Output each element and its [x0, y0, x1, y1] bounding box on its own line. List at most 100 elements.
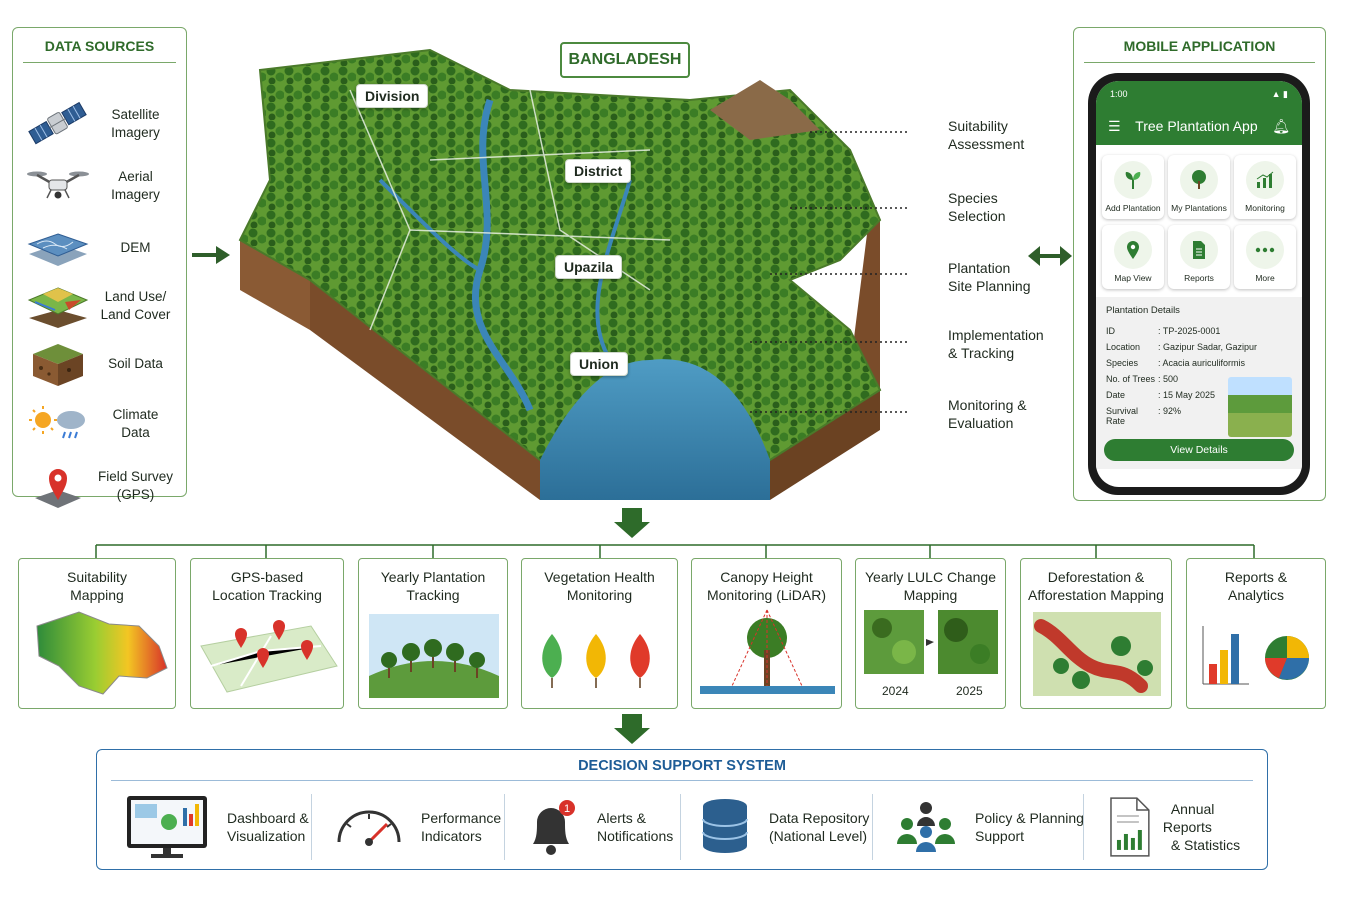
- tile-more[interactable]: More: [1234, 225, 1296, 289]
- alert-badge-count: 1: [564, 803, 570, 815]
- step-implementation-tracking: Implementation& Tracking: [948, 327, 1044, 361]
- map-pin-icon: [1127, 241, 1139, 259]
- arrow-right-icon: [192, 246, 230, 264]
- label-district: District: [565, 159, 632, 183]
- dem-layers-icon: [27, 233, 89, 266]
- year-2024-label: 2024: [882, 684, 909, 698]
- double-arrow-icon: [1028, 246, 1072, 266]
- reports-analytics-box: Reports &Analytics: [1186, 558, 1326, 709]
- soil-block-icon: [33, 344, 83, 386]
- report-document-icon: [1110, 797, 1150, 857]
- signal-battery-icon: ▲ ▮: [1271, 88, 1288, 99]
- year-2025-label: 2025: [956, 684, 983, 698]
- suitability-heatmap-icon: [36, 611, 168, 695]
- tile-my-plantations[interactable]: My Plantations: [1168, 155, 1230, 219]
- leaf-health-icons: [542, 634, 650, 688]
- drone-icon: [27, 171, 89, 199]
- dss-dashboard-label: Dashboard &Visualization: [227, 810, 309, 844]
- dss-repository-label: Data Repository(National Level): [769, 810, 870, 844]
- label-union: Union: [570, 352, 628, 376]
- source-dem-label: DEM: [120, 240, 151, 255]
- more-dots-icon: [1255, 247, 1275, 253]
- phone-frame: 1:00 ▲ ▮ ☰ Tree Plantation App 🔔︎ Add Pl…: [1088, 73, 1310, 495]
- label-division: Division: [356, 84, 429, 108]
- plantation-details-card: Plantation Details ID: TP-2025-0001 Loca…: [1096, 297, 1302, 469]
- deforestation-map-icon: [1033, 612, 1161, 696]
- lulc-change-maps: [864, 610, 998, 674]
- phone-screen: 1:00 ▲ ▮ ☰ Tree Plantation App 🔔︎ Add Pl…: [1096, 81, 1302, 487]
- app-name: Tree Plantation App: [1135, 118, 1258, 134]
- view-details-button[interactable]: View Details: [1104, 439, 1294, 461]
- gps-pin-icon: [35, 469, 81, 508]
- step-monitoring-evaluation: Monitoring &Evaluation: [948, 397, 1027, 431]
- source-land-cover: Land Use/Land Cover: [25, 278, 180, 334]
- sprout-icon: [1125, 172, 1141, 189]
- detail-row: Date: 15 May 2025: [1106, 390, 1216, 400]
- satellite-icon: [28, 101, 87, 145]
- tile-monitoring[interactable]: Monitoring: [1234, 155, 1296, 219]
- deforestation-mapping-box: Deforestation &Afforestation Mapping: [1020, 558, 1172, 709]
- detail-row: No. of Trees: 500: [1106, 374, 1179, 384]
- source-field-survey: Field Survey(GPS): [25, 458, 180, 514]
- bar-pie-chart-icon: [1202, 626, 1309, 685]
- gauge-icon: [337, 810, 401, 846]
- source-land-cover-label: Land Use/Land Cover: [100, 289, 171, 322]
- database-icon: [702, 799, 748, 853]
- detail-row: Survival Rate: 92%: [1106, 406, 1182, 426]
- tree-icon: [1192, 170, 1206, 189]
- sun-cloud-rain-icon: [29, 406, 85, 439]
- plantation-details-header: Plantation Details: [1106, 305, 1180, 316]
- detail-row: Location: Gazipur Sadar, Gazipur: [1106, 342, 1258, 352]
- detail-row: Species: Acacia auriculiformis: [1106, 358, 1246, 368]
- dss-title: DECISION SUPPORT SYSTEM: [111, 758, 1253, 781]
- tile-add-plantation[interactable]: Add Plantation: [1102, 155, 1164, 219]
- source-field-survey-label: Field Survey(GPS): [97, 469, 174, 502]
- tile-map-view[interactable]: Map View: [1102, 225, 1164, 289]
- young-trees-icon: [369, 614, 499, 698]
- people-group-icon: [897, 802, 955, 852]
- dss-annual-reports-label: Annual Reports& Statistics: [1162, 801, 1241, 853]
- mobile-application-panel: MOBILE APPLICATION 1:00 ▲ ▮ ☰ Tree Plant…: [1073, 27, 1326, 501]
- chart-icon: [1256, 171, 1274, 188]
- plantation-photo: [1228, 377, 1292, 437]
- bell-icon[interactable]: 🔔︎: [1272, 117, 1290, 134]
- dss-data-repository: Data Repository(National Level): [697, 794, 869, 860]
- status-time: 1:00: [1110, 89, 1128, 99]
- hamburger-menu-icon[interactable]: ☰: [1108, 117, 1121, 134]
- map-title: BANGLADESH: [560, 42, 690, 78]
- document-icon: [1193, 241, 1205, 259]
- dss-alerts-label: Alerts &Notifications: [597, 810, 674, 844]
- gps-map-pins-icon: [200, 620, 338, 693]
- app-tile-grid: Add Plantation My Plantations Monitoring…: [1096, 145, 1302, 295]
- source-soil-label: Soil Data: [108, 356, 163, 371]
- source-dem: DEM: [25, 220, 180, 276]
- monitor-dashboard-icon: [127, 796, 207, 858]
- app-bar: ☰ Tree Plantation App 🔔︎: [1096, 107, 1302, 145]
- decision-support-system-panel: DECISION SUPPORT SYSTEM Dashboard &Visua…: [96, 749, 1268, 870]
- tile-reports[interactable]: Reports: [1168, 225, 1230, 289]
- detail-row: ID: TP-2025-0001: [1106, 326, 1221, 336]
- source-soil-data: Soil Data: [25, 336, 180, 392]
- data-sources-title: DATA SOURCES: [23, 38, 176, 63]
- status-bar: 1:00 ▲ ▮: [1096, 81, 1302, 107]
